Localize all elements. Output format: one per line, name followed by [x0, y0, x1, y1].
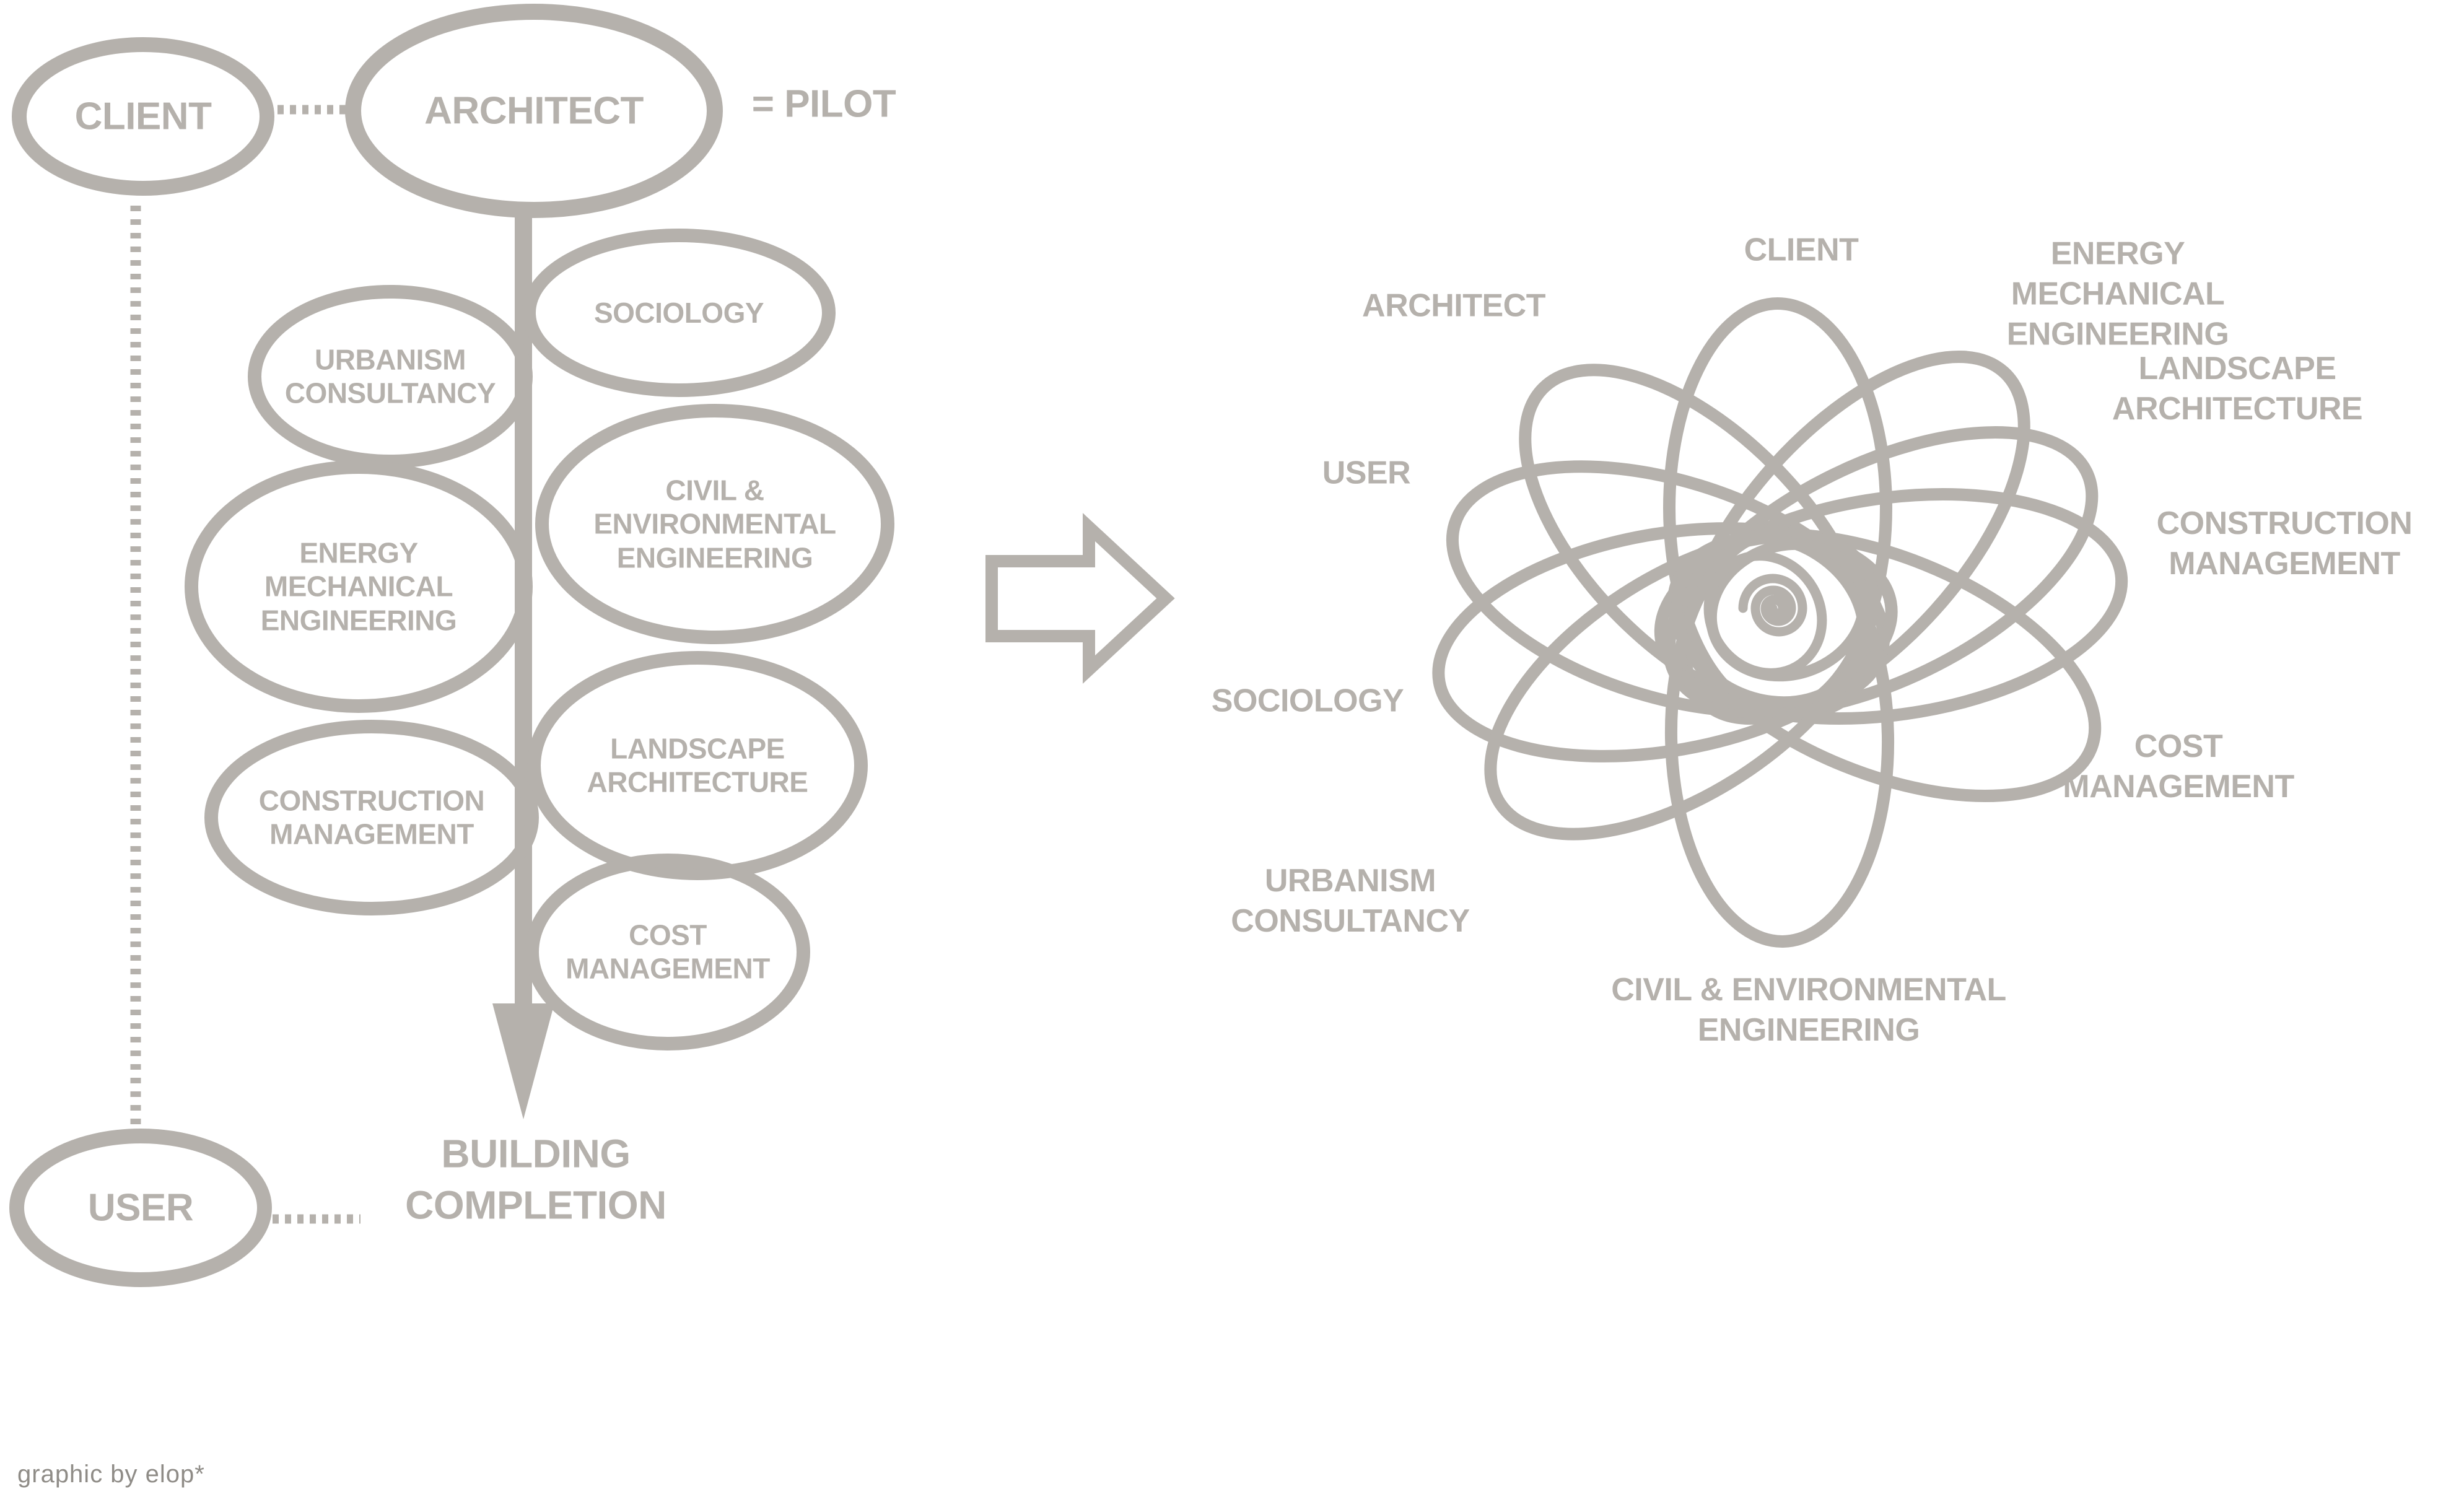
user-ellipse — [9, 1129, 272, 1287]
architect-ellipse — [345, 4, 723, 218]
urbanism-consultancy-node-label: URBANISM CONSULTANCY — [284, 343, 496, 409]
architect-node-label: ARCHITECT — [424, 89, 644, 133]
urbanism-consultancy-ellipse — [248, 285, 533, 468]
petal-civil-environmental-engineering — [1664, 526, 1895, 948]
civil-environmental-engineering-ellipse — [535, 404, 894, 644]
construction-management-ellipse — [204, 720, 539, 915]
sociology-ellipse — [522, 229, 836, 397]
flower-client-label: CLIENT — [1744, 232, 1859, 268]
flower-sociology-label: SOCIOLOGY — [1211, 683, 1404, 719]
pilot-label: = PILOT — [751, 82, 896, 126]
client-ellipse — [12, 37, 274, 196]
flower-construction-management-label: CONSTRUCTION MANAGEMENT — [2156, 505, 2413, 582]
energy-mechanical-engineering-ellipse — [185, 460, 533, 713]
petal-sociology — [1432, 522, 1898, 762]
flower-civil-environmental-engineering-label: CIVIL & ENVIRONMENTAL ENGINEERING — [1611, 972, 2006, 1048]
flower-cost-management-label: COST MANAGEMENT — [2063, 728, 2294, 805]
collaboration-flower — [1432, 297, 2128, 948]
civil-environmental-engineering-node-label: CIVIL & ENVIRONMENTAL ENGINEERING — [593, 474, 836, 574]
transform-arrow-icon — [985, 513, 1175, 684]
construction-management-node-label: CONSTRUCTION MANAGEMENT — [258, 784, 485, 850]
landscape-architecture-ellipse — [527, 651, 868, 880]
process-arrow-head-icon — [492, 1003, 554, 1119]
flower-urbanism-consultancy-label: URBANISM CONSULTANCY — [1231, 863, 1470, 939]
cost-management-node-label: COST MANAGEMENT — [566, 919, 770, 985]
flower-energy-mechanical-engineering-label: ENERGY MECHANICAL ENGINEERING — [2006, 235, 2229, 352]
landscape-architecture-node-label: LANDSCAPE ARCHITECTURE — [587, 732, 808, 798]
user-node-label: USER — [87, 1186, 194, 1230]
petal-urbanism-consultancy — [1484, 530, 1879, 841]
energy-mechanical-engineering-node-label: ENERGY MECHANICAL ENGINEERING — [260, 536, 457, 637]
client-node-label: CLIENT — [74, 95, 212, 138]
flower-landscape-architecture-label: LANDSCAPE ARCHITECTURE — [2112, 351, 2363, 427]
flower-architect-label: ARCHITECT — [1362, 287, 1545, 324]
building-completion-label: BUILDING COMPLETION — [405, 1131, 666, 1227]
sociology-node-label: SOCIOLOGY — [593, 296, 764, 329]
flower-center-ring-3 — [1703, 551, 1827, 678]
graphic-credit: graphic by elop* — [17, 1461, 205, 1488]
petal-construction-management — [1654, 488, 2128, 725]
cost-management-ellipse — [525, 854, 810, 1051]
flower-user-label: USER — [1322, 455, 1411, 491]
spiral-icon — [1738, 574, 1807, 637]
